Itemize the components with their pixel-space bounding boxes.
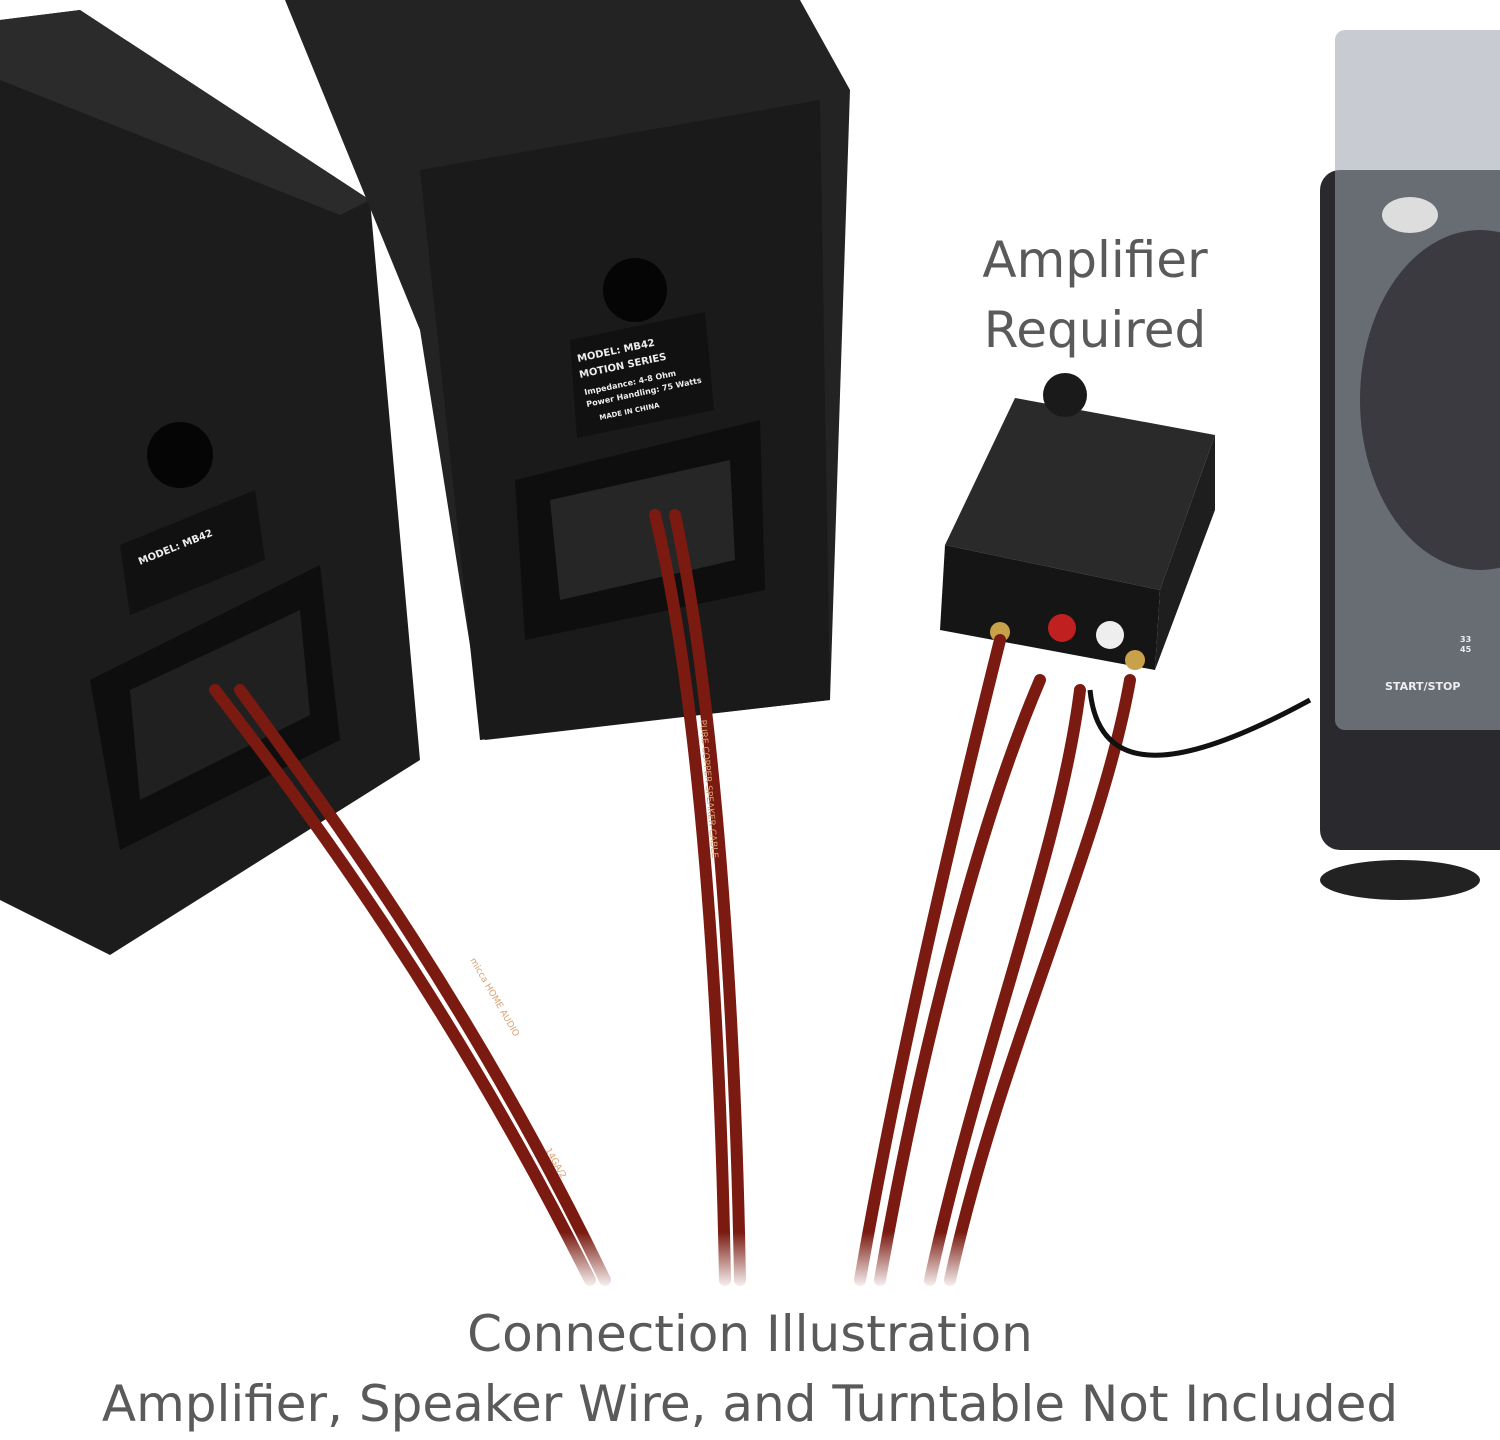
caption-subtitle: Amplifier, Speaker Wire, and Turntable N… xyxy=(101,1375,1399,1433)
right-speaker: MODEL: MB42 MOTION SERIES Impedance: 4-8… xyxy=(285,0,850,740)
start-stop-label: START/STOP xyxy=(1385,680,1460,693)
amplifier-required-note: Amplifier Required xyxy=(960,225,1230,365)
speed-label: 33 xyxy=(1460,635,1471,644)
bottom-fade xyxy=(0,1000,1500,1290)
left-speaker: MODEL: MB42 xyxy=(0,10,420,955)
note-line: Amplifier xyxy=(982,231,1208,289)
amplifier xyxy=(940,373,1215,670)
caption-title: Connection Illustration xyxy=(467,1305,1033,1363)
note-line: Required xyxy=(983,301,1207,359)
turntable: START/STOP 33 45 xyxy=(1320,30,1500,900)
speed-label: 45 xyxy=(1460,645,1472,654)
rca-cable xyxy=(1087,689,1312,758)
